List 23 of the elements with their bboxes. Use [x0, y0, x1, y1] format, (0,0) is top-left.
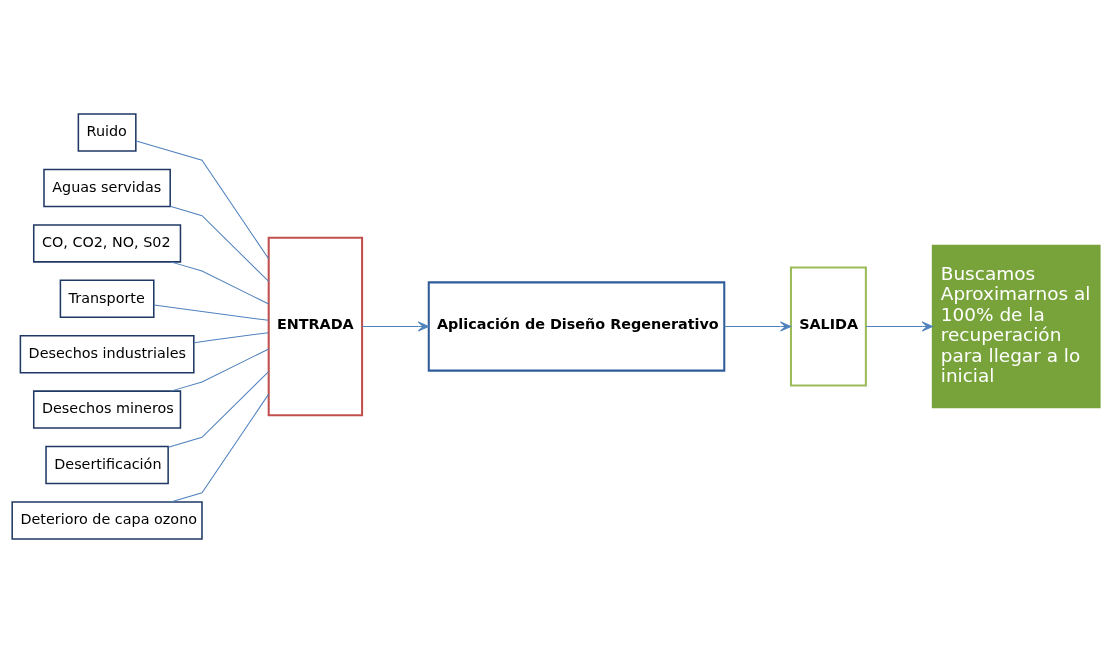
connector [135, 140, 270, 260]
arrow [723, 321, 792, 332]
connector [170, 393, 270, 503]
node-box: Deterioro de capa ozono [11, 501, 203, 540]
connector [167, 371, 270, 448]
node-box: Aguas servidas [43, 168, 171, 208]
connector [170, 348, 270, 392]
node-box: Ruido [77, 113, 137, 152]
node-box: Desechos mineros [32, 390, 182, 429]
arrow [361, 321, 429, 332]
node-box: Desertificación [45, 445, 169, 485]
connector [153, 304, 269, 321]
node-box: CO, CO2, NO, S02 [32, 224, 182, 263]
arrow [865, 321, 933, 332]
connector [193, 332, 270, 344]
node-box: Buscamos Aproximarnos al 100% de la recuperación para llegar a lo inicial [931, 244, 1101, 409]
node-box: Transporte [59, 279, 155, 319]
connector [169, 205, 270, 282]
node-box: ENTRADA [267, 236, 364, 417]
node-box: SALIDA [789, 266, 867, 387]
connector [170, 261, 270, 305]
node-box: Aplicación de Diseño Regenerativo [427, 281, 726, 372]
node-box: Desechos industriales [19, 334, 195, 374]
